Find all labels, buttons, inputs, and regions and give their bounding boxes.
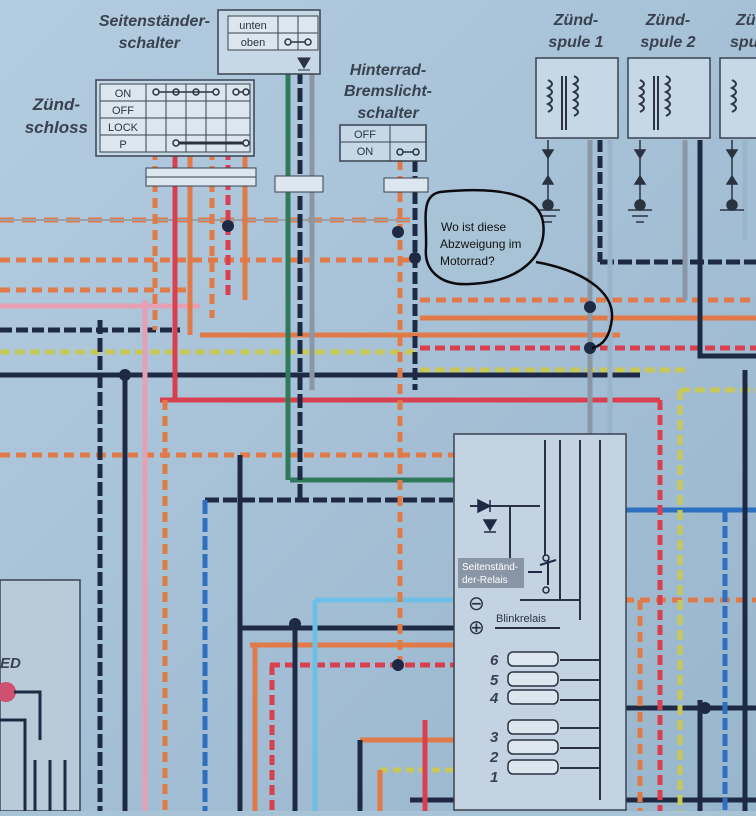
annotation-pointer [535,260,614,350]
side-stand-relay-label-1: Seitenständ- [462,562,518,573]
fuse-icon [507,651,559,667]
connector-blocks [145,167,429,193]
fuse-number: 4 [489,690,499,707]
ignition-pos-lock: LOCK [108,122,139,134]
wire-group-horizontal [0,217,756,803]
annotation-line-2: Abzweigung im [440,237,521,251]
coil-2-label-2: spule 2 [640,34,695,51]
junction-dots [119,220,711,714]
fuse-number: 5 [490,672,499,689]
annotation-callout: Wo ist diese Abzweigung im Motorrad? [424,188,614,350]
relay-internal-wires [470,440,601,800]
fuse-list: 6 5 4 3 2 1 [489,651,559,786]
connector-brake [383,177,429,193]
indicator-lamp-icon [0,682,16,702]
side-stand-title-2: schalter [119,35,181,52]
junction-dot [392,226,404,238]
annotation-line-3: Motorrad? [440,254,495,268]
wire-v-navy-9 [697,140,756,359]
fuse-icon [507,759,559,775]
fuse-number: 1 [490,769,498,786]
left-panel-label: ED [0,655,21,672]
fuse-icon [507,671,559,687]
ignition-lock: Zünd- schloss ON OFF LOCK P [25,79,255,157]
side-stand-relay-label-2: der-Relais [462,575,508,586]
relay-contact [542,554,550,562]
brake-title-2: Bremslicht- [344,83,432,100]
junction-dot [409,252,421,264]
side-stand-diode-icon [297,57,311,71]
brake-title-1: Hinterrad- [350,62,426,79]
rear-brake-switch: Hinterrad- Bremslicht- schalter OFF ON [339,62,432,162]
diode-icon [482,519,498,533]
connector-side-stand [274,175,324,193]
side-stand-relay-box [458,558,524,588]
ignition-pos-on: ON [115,88,132,100]
relay-unit: Seitenständ- der-Relais ⊖ ⊕ Blinkrelais … [453,433,627,811]
brake-row-on: ON [357,146,374,158]
relay-contact [542,586,550,594]
side-stand-switch: Seitenständer- schalter unten oben [99,9,321,75]
coil-winding-icon [545,75,737,130]
minus-symbol: ⊖ [468,593,485,615]
ignition-on-contacts [152,88,250,147]
coil-2-label-1: Zünd- [645,12,690,29]
brake-frame [339,124,427,162]
side-stand-row-unten: unten [239,20,267,32]
blink-relay-label: Blinkrelais [496,613,547,625]
junction-dot [584,342,596,354]
fuse-number: 2 [489,749,499,766]
left-partial-panel: ED [0,579,81,812]
side-stand-row-oben: oben [241,37,265,49]
junction-dot [392,659,404,671]
fuse-number: 3 [490,729,499,746]
spark-plug-icon [536,140,744,223]
coil-1-label-1: Zünd- [553,12,598,29]
left-panel-wire [0,690,67,811]
brake-title-3: schalter [357,105,419,122]
junction-dot [289,618,301,630]
ignition-pos-off: OFF [112,105,134,117]
coil-3-box [719,57,756,139]
junction-dot [699,702,711,714]
diode-icon [477,498,492,514]
ignition-title-2: schloss [25,118,88,137]
annotation-bubble [424,188,545,286]
coil-3-label-2: spu [730,34,756,51]
ignition-pos-p: P [119,139,126,151]
coil-3-label-1: Zü [735,12,756,29]
ignition-coils: Zünd- spule 1 Zünd- spule 2 Zü spu [535,12,756,223]
fuse-icon [507,719,559,735]
coil-1-label-2: spule 1 [548,34,603,51]
fuse-icon [507,689,559,705]
junction-dot [119,369,131,381]
plus-symbol: ⊕ [468,617,485,639]
brake-row-off: OFF [354,129,376,141]
relay-switch-icon [528,558,557,585]
annotation-line-1: Wo ist diese [441,220,506,234]
junction-dot [584,301,596,313]
ignition-title-1: Zünd- [32,95,81,114]
junction-dot [222,220,234,232]
side-stand-title-1: Seitenständer- [99,13,210,30]
fuse-number: 6 [490,652,499,669]
fuse-icon [507,739,559,755]
